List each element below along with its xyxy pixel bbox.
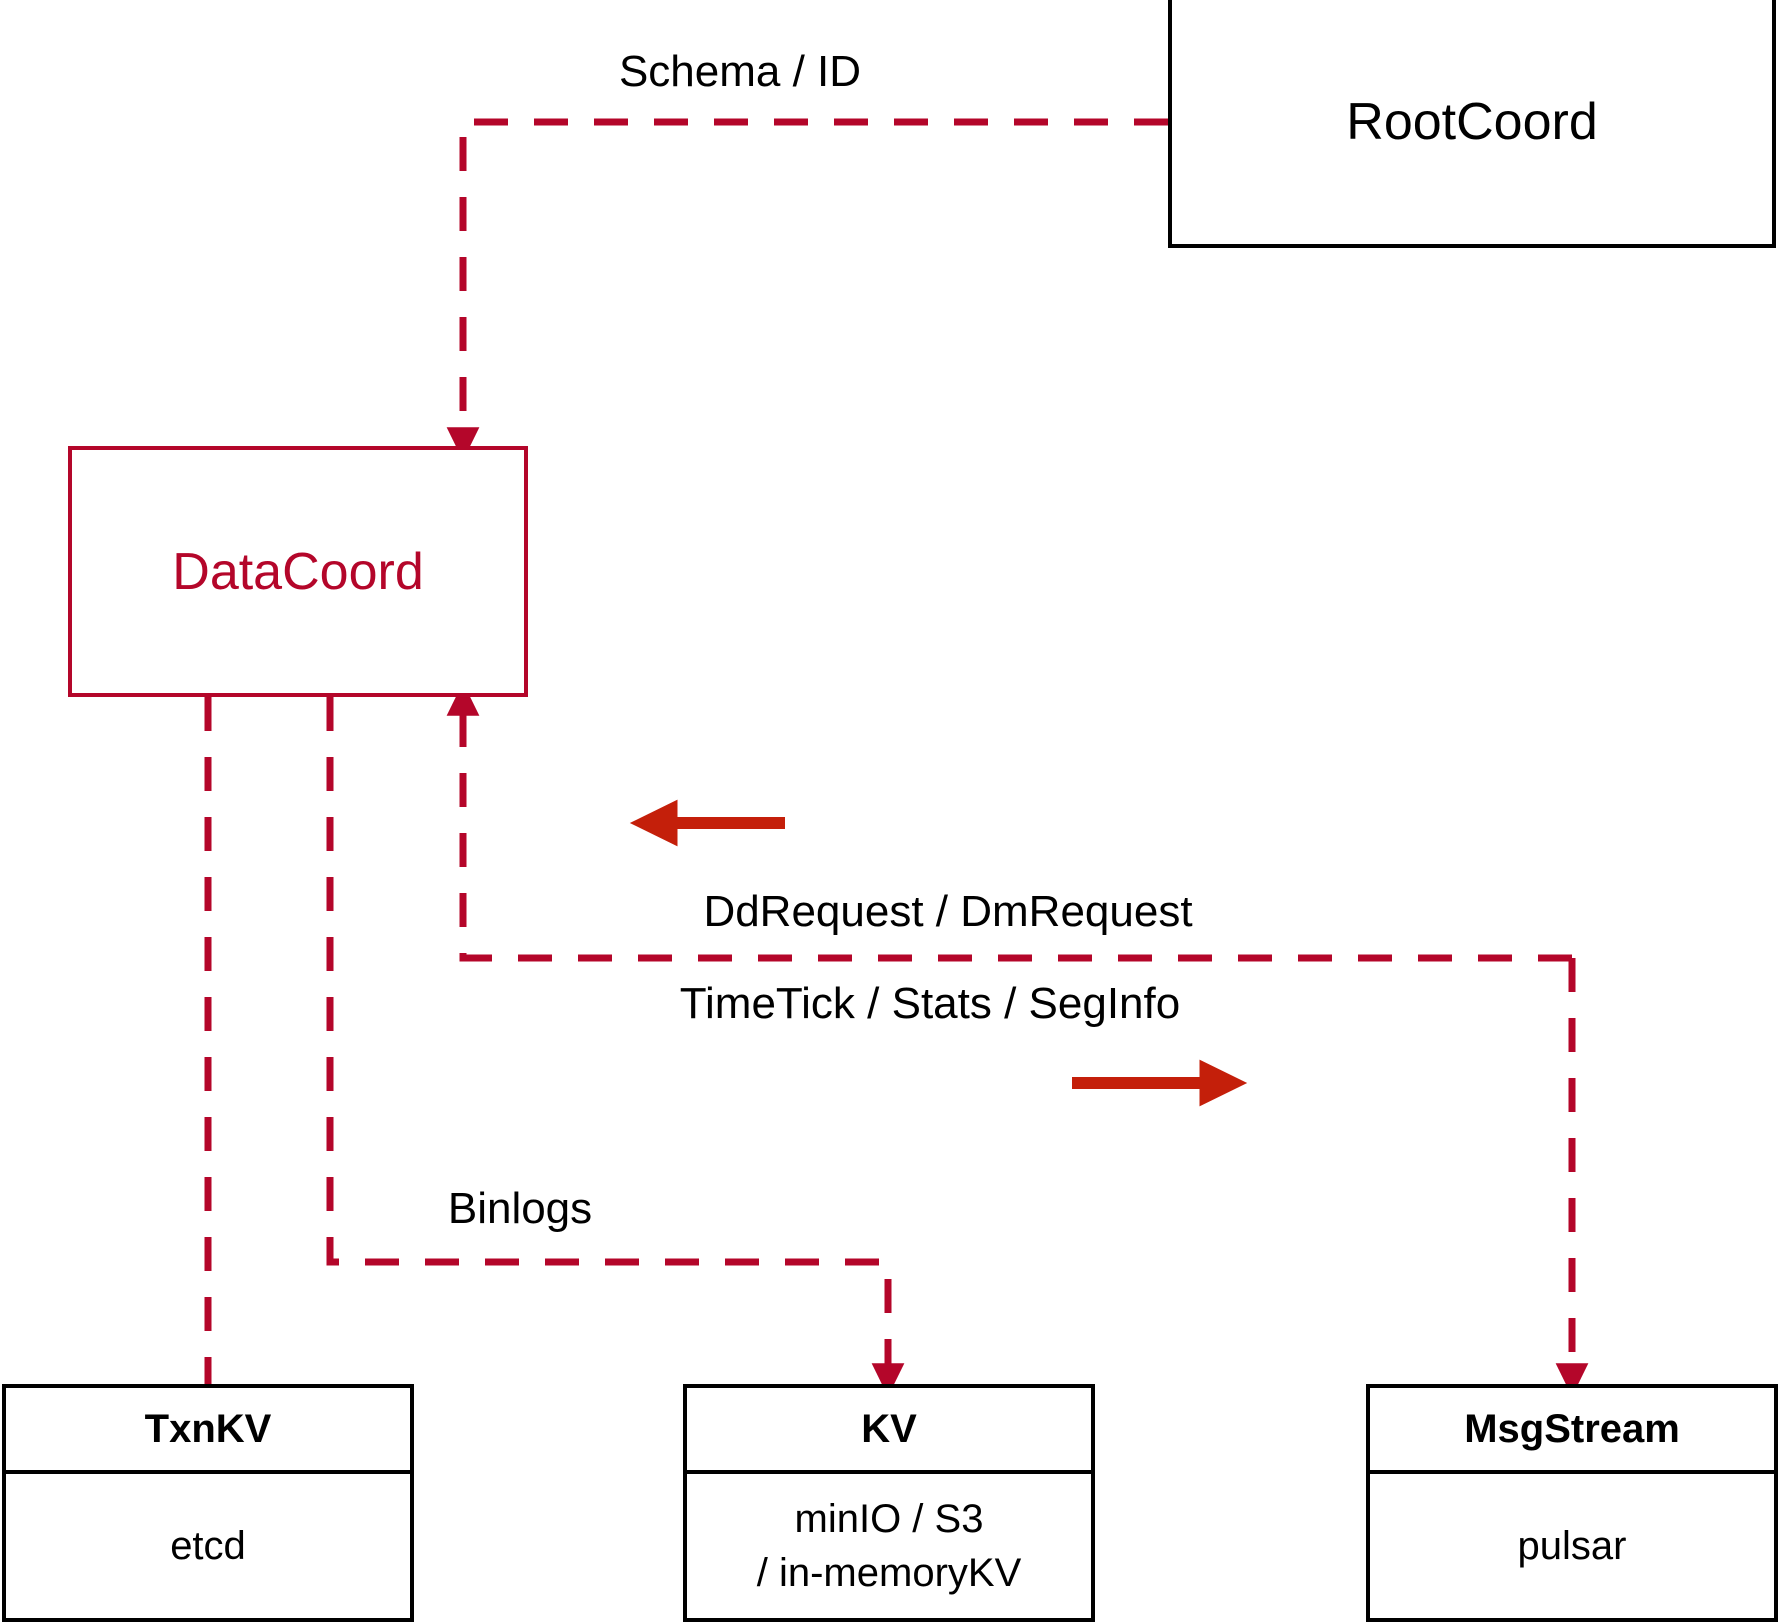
node-datacoord[interactable]: DataCoord <box>68 446 528 697</box>
node-rootcoord-title: RootCoord <box>1346 93 1598 151</box>
node-kv-body: minIO / S3 / in-memoryKV <box>687 1474 1091 1618</box>
node-msgstream-body-line: pulsar <box>1517 1524 1627 1568</box>
node-kv-body-line-1: minIO / S3 <box>794 1497 984 1541</box>
node-datacoord-title: DataCoord <box>172 542 424 601</box>
edge-dd-dm-request <box>446 682 1572 962</box>
node-kv-title: KV <box>861 1406 917 1451</box>
node-txnkv-body-line: etcd <box>170 1524 246 1568</box>
node-kv-divider <box>687 1470 1091 1474</box>
node-rootcoord[interactable]: RootCoord <box>1168 0 1776 248</box>
edge-label-timetick-stats-seginfo: TimeTick / Stats / SegInfo <box>679 979 1181 1028</box>
edge-label-schema-id: Schema / ID <box>618 47 862 96</box>
edge-binlogs <box>326 697 905 1397</box>
node-kv[interactable]: KV minIO / S3 / in-memoryKV <box>683 1384 1095 1622</box>
edge-label-binlogs: Binlogs <box>447 1184 593 1233</box>
node-msgstream-divider <box>1370 1470 1774 1474</box>
node-txnkv-title: TxnKV <box>144 1406 272 1451</box>
node-msgstream-body: pulsar <box>1370 1474 1774 1618</box>
node-txnkv[interactable]: TxnKV etcd <box>2 1384 414 1622</box>
node-kv-body-line-2: / in-memoryKV <box>756 1551 1022 1595</box>
node-txnkv-divider <box>6 1470 410 1474</box>
edge-schema-id <box>446 118 1168 461</box>
node-msgstream-title: MsgStream <box>1464 1406 1680 1451</box>
node-txnkv-body: etcd <box>6 1474 410 1618</box>
node-msgstream[interactable]: MsgStream pulsar <box>1366 1384 1778 1622</box>
edge-label-dd-dm-request: DdRequest / DmRequest <box>703 887 1193 936</box>
